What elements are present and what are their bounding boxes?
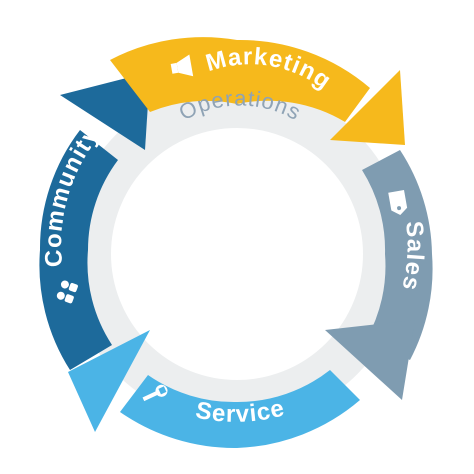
sales-arrow-head xyxy=(325,320,415,400)
price-tag-icon xyxy=(388,190,408,216)
community-arrow-head xyxy=(60,72,150,150)
people-icon xyxy=(56,280,78,304)
sales-segment xyxy=(362,150,433,360)
marketing-arrow-head xyxy=(330,70,405,145)
sales-label: Sales xyxy=(396,220,428,294)
service-segment xyxy=(120,370,360,449)
wrench-icon xyxy=(142,384,168,402)
megaphone-icon xyxy=(170,54,194,77)
community-segment xyxy=(39,130,118,370)
service-arrow-head xyxy=(68,330,150,432)
marketing-segment xyxy=(110,37,370,123)
